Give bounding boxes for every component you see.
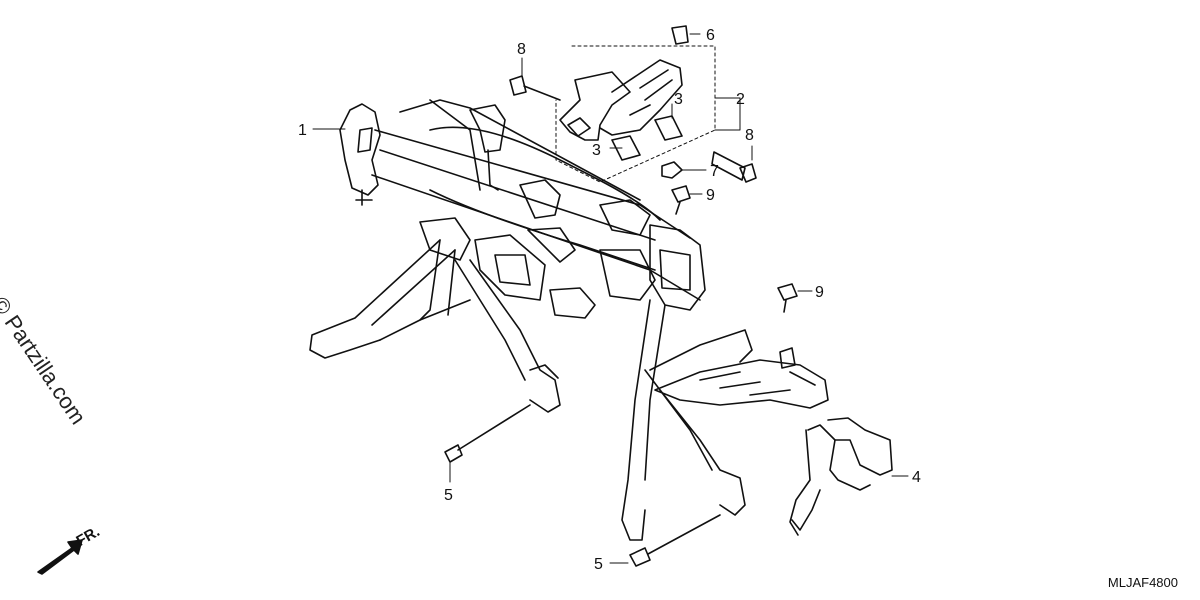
callout-3a: 3 (674, 91, 683, 108)
callout-4: 4 (912, 469, 921, 486)
callout-9a: 9 (706, 187, 715, 204)
callout-labels: 1 2 3 3 4 5 5 6 7 8 8 9 9 (298, 27, 921, 573)
callout-7: 7 (710, 163, 719, 180)
bolt (444, 404, 721, 567)
callout-8a: 8 (517, 41, 526, 58)
callout-6: 6 (706, 27, 715, 44)
clip (671, 25, 689, 45)
collar (611, 115, 683, 161)
front-direction-arrow (37, 539, 83, 575)
nut (661, 161, 683, 179)
bolt-long (509, 75, 757, 183)
callout-3b: 3 (592, 142, 601, 159)
bracket-assembly (555, 45, 741, 183)
frame-assembly (309, 99, 829, 541)
callout-8b: 8 (745, 127, 754, 144)
leader-lines (312, 33, 909, 564)
callout-5a: 5 (444, 487, 453, 504)
stay (789, 417, 893, 536)
callout-5b: 5 (594, 556, 603, 573)
callout-2: 2 (736, 91, 745, 108)
flange-bolt (671, 185, 798, 313)
callout-9b: 9 (815, 284, 824, 301)
diagram-code: MLJAF4800 (1107, 575, 1178, 590)
callout-1: 1 (298, 122, 307, 139)
